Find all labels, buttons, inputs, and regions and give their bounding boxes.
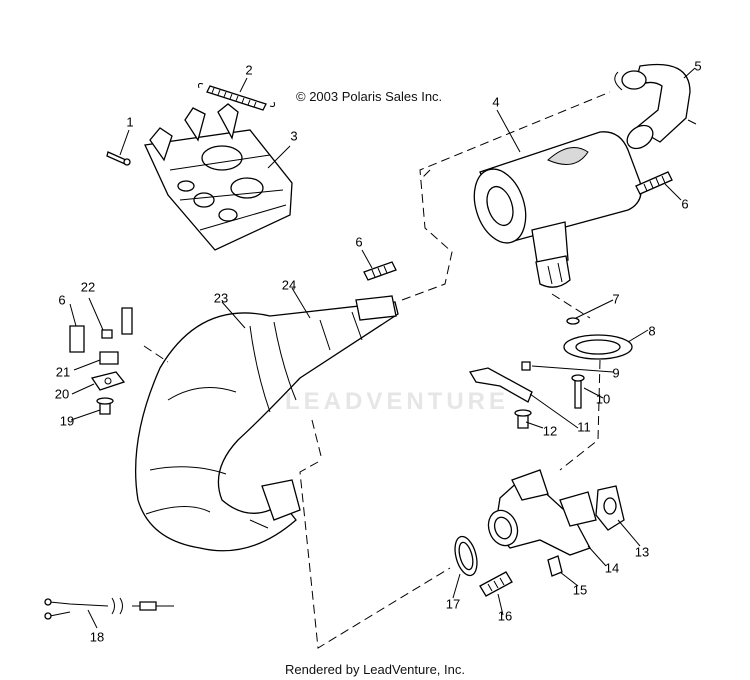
- callout-15: 15: [572, 582, 588, 598]
- callout-9: 9: [612, 365, 620, 381]
- callout-16: 16: [497, 608, 513, 624]
- pin-part: [106, 151, 131, 166]
- hardware-group-left: [90, 329, 126, 415]
- callout-17: 17: [445, 596, 461, 612]
- callout-18: 18: [89, 629, 105, 645]
- callout-19: 19: [59, 413, 75, 429]
- exhaust-manifold-part: [487, 469, 625, 577]
- callout-7: 7: [612, 291, 620, 307]
- tailpipe-part: [614, 63, 697, 150]
- muffler-part: [473, 131, 642, 288]
- callout-24: 24: [281, 277, 297, 293]
- leader-lines: [69, 67, 696, 629]
- expansion-chamber-part: [134, 295, 399, 552]
- callout-3: 3: [290, 128, 298, 144]
- gasket-group: [521, 317, 633, 371]
- mounting-bracket-part: [144, 103, 293, 251]
- lower-hardware-group: [454, 535, 513, 597]
- leadventure-watermark: LEADVENTURE: [285, 388, 510, 415]
- spring-6-right: [635, 171, 673, 195]
- assembly-lines: [143, 91, 611, 649]
- callout-20: 20: [54, 386, 70, 402]
- spring-6-left: [69, 307, 133, 353]
- callout-1: 1: [126, 114, 134, 130]
- callout-6-center: 6: [355, 234, 363, 250]
- harness-part: [44, 597, 174, 620]
- callout-14: 14: [604, 560, 620, 576]
- callout-4: 4: [492, 94, 500, 110]
- callout-23: 23: [213, 290, 229, 306]
- callout-21: 21: [55, 364, 71, 380]
- callout-10: 10: [595, 391, 611, 407]
- callout-22: 22: [80, 279, 96, 295]
- callout-5: 5: [694, 58, 702, 74]
- callout-12: 12: [542, 423, 558, 439]
- callout-8: 8: [648, 323, 656, 339]
- copyright-notice: © 2003 Polaris Sales Inc.: [296, 89, 443, 104]
- callout-6-left: 6: [58, 292, 66, 308]
- spring-part: [198, 83, 275, 111]
- muffler-bracket-group: [468, 367, 585, 429]
- callout-6-right: 6: [681, 196, 689, 212]
- rendered-by-footer: Rendered by LeadVenture, Inc.: [285, 662, 465, 677]
- callout-11: 11: [577, 419, 591, 435]
- callout-13: 13: [634, 544, 650, 560]
- spring-6-center: [363, 261, 397, 281]
- callout-2: 2: [245, 62, 253, 78]
